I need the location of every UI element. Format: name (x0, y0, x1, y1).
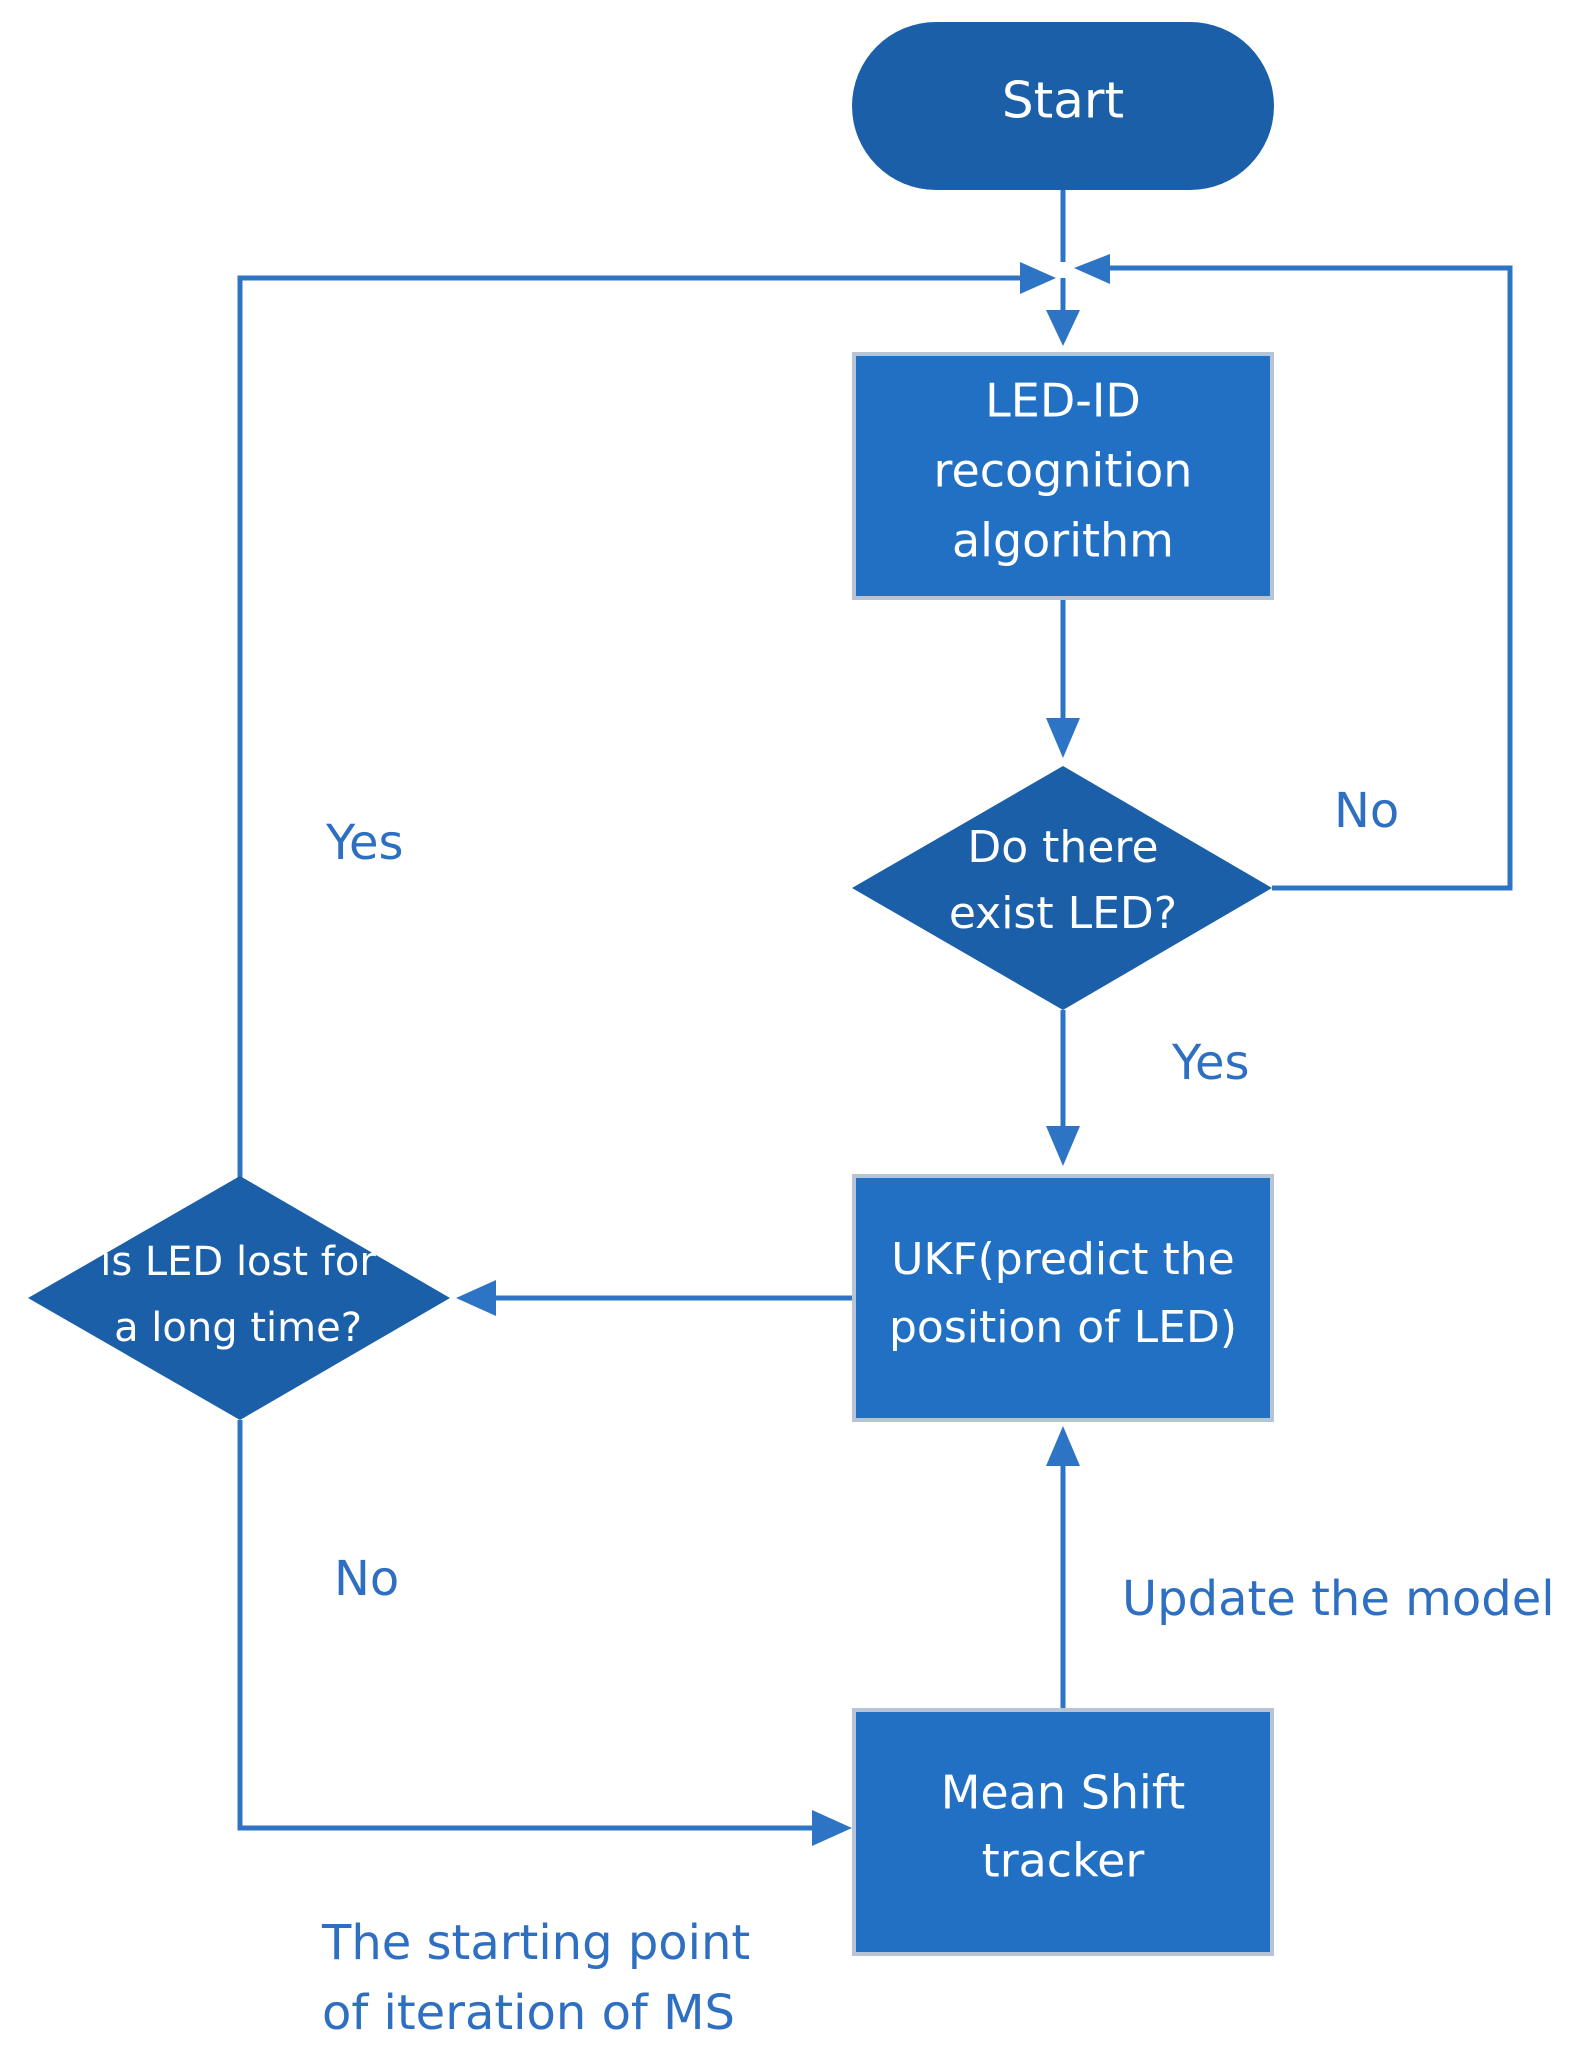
exist-led-decision-diamond (852, 766, 1272, 1010)
arrowhead-no-loop-merge (1074, 254, 1110, 284)
exist-led-label-line-1: Do there (967, 822, 1158, 873)
label-no-left: No (334, 1551, 399, 1607)
label-starting-point-line-1: The starting point (321, 1915, 750, 1971)
label-yes-down: Yes (1171, 1035, 1249, 1091)
arrowhead-into-led-id (1046, 310, 1080, 346)
node-led-id: LED-ID recognition algorithm (852, 352, 1274, 600)
node-start: Start (852, 22, 1274, 190)
led-id-label-line-2: recognition (934, 444, 1193, 498)
ukf-process-box (852, 1174, 1274, 1422)
label-yes-left: Yes (325, 815, 403, 871)
arrowhead-into-decision (1046, 718, 1080, 758)
node-exist-led: Do there exist LED? (852, 766, 1272, 1010)
arrowhead-into-mean-shift (812, 1810, 852, 1846)
node-lost: is LED lost for a long time? (28, 1176, 450, 1420)
arrowhead-into-ukf (1046, 1126, 1080, 1166)
edges (237, 190, 1513, 1831)
arrowheads (456, 254, 1110, 1846)
arrowhead-into-ukf-from-below (1046, 1426, 1080, 1466)
label-no-right: No (1334, 783, 1399, 839)
edge-decision-no-loop (1098, 265, 1513, 891)
arrowhead-yes-loop-merge (1020, 262, 1056, 294)
arrowhead-into-lost (456, 1280, 496, 1316)
edge-lost-no-to-mean-shift (237, 1420, 816, 1831)
start-label: Start (1002, 72, 1124, 130)
node-mean-shift: Mean Shift tracker (852, 1708, 1274, 1956)
lost-decision-diamond (28, 1176, 450, 1420)
lost-label-line-2: a long time? (114, 1305, 362, 1351)
led-id-label-line-3: algorithm (952, 514, 1174, 568)
edge-labels: No Yes Yes No Update the model The start… (321, 783, 1555, 2041)
node-ukf: UKF(predict the position of LED) (852, 1174, 1274, 1422)
label-update-model: Update the model (1122, 1571, 1555, 1627)
label-starting-point-line-2: of iteration of MS (322, 1985, 735, 2041)
ukf-label-line-2: position of LED) (889, 1302, 1237, 1353)
led-id-process-box (852, 352, 1274, 600)
mean-shift-label-line-2: tracker (982, 1834, 1145, 1888)
ukf-label-line-1: UKF(predict the (891, 1234, 1234, 1285)
lost-label-line-1: is LED lost for (100, 1239, 376, 1285)
exist-led-label-line-2: exist LED? (949, 888, 1177, 939)
led-id-label-line-1: LED-ID (985, 374, 1141, 428)
mean-shift-process-box (852, 1708, 1274, 1956)
mean-shift-label-line-1: Mean Shift (941, 1766, 1186, 1820)
edge-lost-yes-loop (237, 275, 1030, 1178)
start-terminal (852, 22, 1274, 190)
